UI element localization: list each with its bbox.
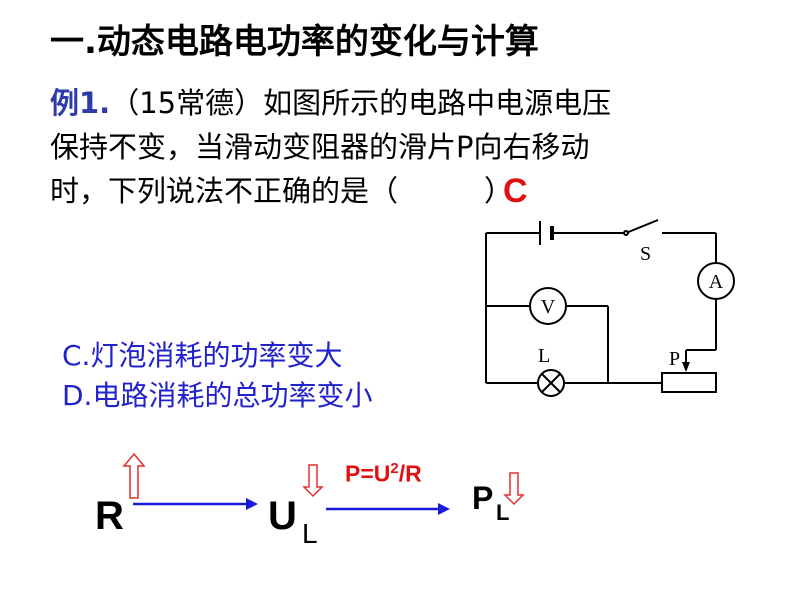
example-label: 例1. [50, 86, 111, 120]
option-d: D.电路消耗的总功率变小 [62, 379, 373, 412]
option-c: C.灯泡消耗的功率变大 [62, 339, 343, 372]
page-title: 一.动态电路电功率的变化与计算 [50, 22, 539, 62]
arrow-u-to-p [326, 503, 450, 515]
variable-r: R [95, 494, 124, 538]
ammeter-icon: A [697, 262, 735, 300]
variable-p: P [472, 480, 494, 516]
formula-base: P=U [345, 460, 391, 487]
lamp-label: L [538, 345, 550, 367]
decrease-arrow-icon [503, 472, 525, 506]
question-line-1: 例1.（15常德）如图所示的电路中电源电压 [50, 80, 611, 122]
formula-tail: /R [398, 460, 422, 487]
formula-exponent: 2 [390, 460, 399, 477]
power-formula: P=U2/R [345, 460, 422, 488]
slider-label: P [669, 348, 680, 370]
voltmeter-label: V [541, 296, 556, 318]
switch-label: S [640, 243, 651, 265]
variable-u-subscript: L [302, 518, 318, 549]
question-line-2: 保持不变，当滑动变阻器的滑片P向右移动 [50, 130, 590, 164]
question-text-3: 时，下列说法不正确的是（ [50, 174, 399, 208]
lamp-icon [537, 369, 565, 397]
variable-u: U [268, 494, 297, 538]
increase-arrow-icon [122, 452, 146, 499]
voltmeter-icon: V [529, 287, 567, 325]
ammeter-label: A [709, 271, 724, 293]
answer-letter: C [503, 172, 528, 210]
variable-p-subscript: L [496, 500, 510, 525]
rheostat-icon [661, 362, 717, 393]
question-close-paren: ） [484, 174, 514, 208]
question-text-1: （15常德）如图所示的电路中电源电压 [110, 86, 612, 120]
arrow-r-to-u [133, 498, 258, 510]
decrease-arrow-icon [302, 464, 324, 498]
question-line-3: 时，下列说法不正确的是（ ） [50, 168, 513, 210]
